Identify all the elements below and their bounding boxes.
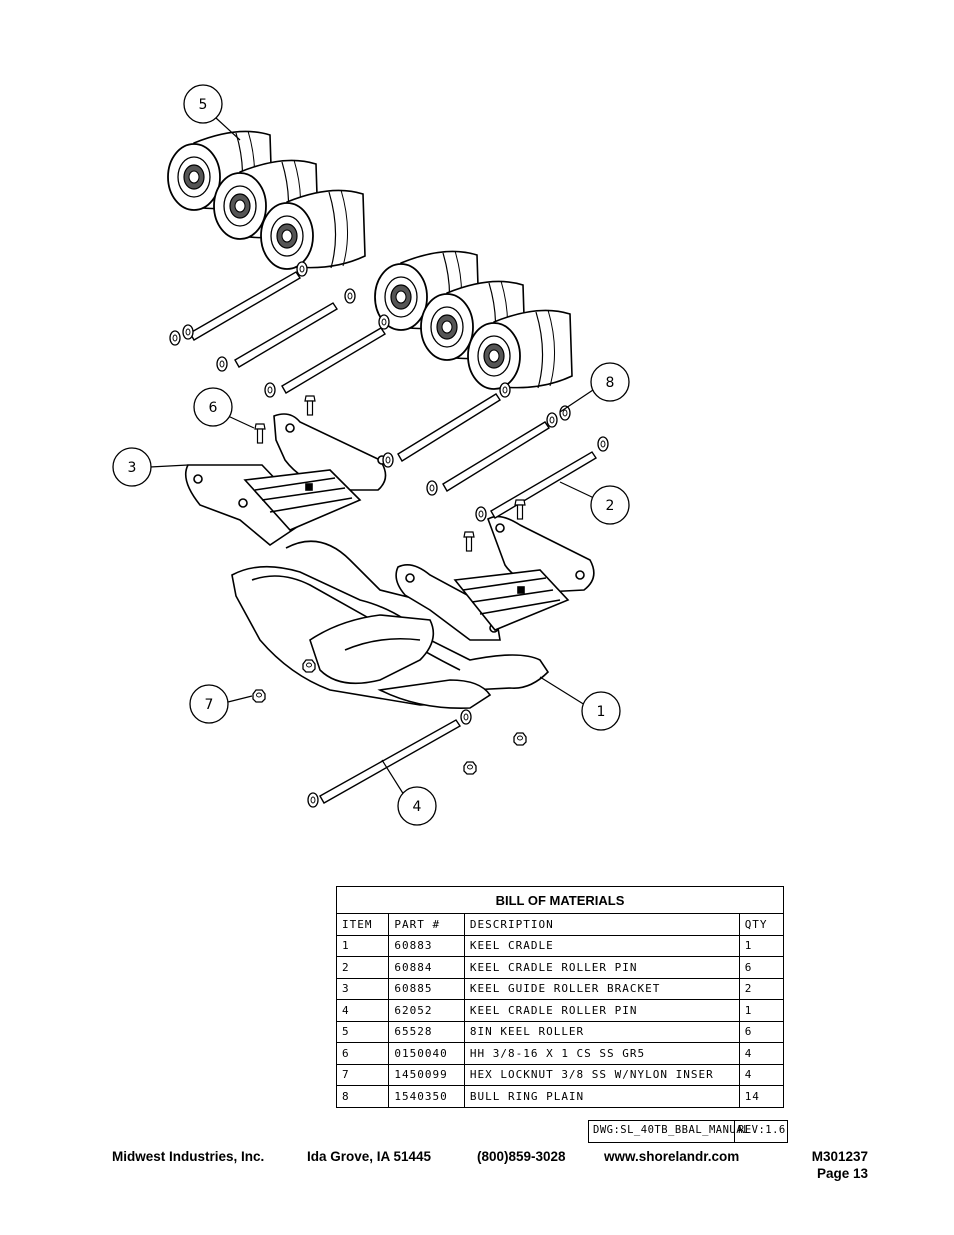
bom-item: 8 [335,1085,390,1108]
bom-description: BULL RING PLAIN [463,1085,740,1108]
bom-header-item: ITEM [335,913,390,936]
bom-part-number: 62052 [388,999,465,1022]
bom-part-number: 1540350 [388,1085,465,1108]
bom-part-number: 0150040 [388,1042,465,1065]
bom-qty: 14 [738,1085,785,1108]
bom-qty: 4 [738,1042,785,1065]
bom-qty: 6 [738,1020,785,1043]
bom-description: KEEL GUIDE ROLLER BRACKET [463,977,740,1000]
bom-qty: 1 [738,999,785,1022]
drawing-number: DWG:SL_40TB_BBAL_MANUAL [589,1121,749,1142]
leader-lines [149,117,595,796]
bom-description: 8IN KEEL ROLLER [463,1020,740,1043]
bom-item: 6 [335,1042,390,1065]
footer-document-number: M301237 [811,1149,868,1164]
item-balloon-2: 2 [590,485,630,525]
item-balloon-3: 3 [112,447,152,487]
keel-roller-part [167,130,573,390]
svg-text:4: 4 [413,799,422,815]
bom-description: HEX LOCKNUT 3/8 SS W/NYLON INSER [463,1063,740,1086]
footer-phone: (800)859-3028 [477,1149,566,1164]
svg-text:8: 8 [606,375,615,391]
bom-description: HH 3/8-16 X 1 CS SS GR5 [463,1042,740,1065]
footer-page-number: Page 13 [816,1166,868,1181]
bom-item: 4 [335,999,390,1022]
bom-qty: 6 [738,956,785,979]
bom-item: 1 [335,934,390,957]
guide-roller-bracket-upper [184,413,387,546]
bom-description: KEEL CRADLE ROLLER PIN [463,999,740,1022]
svg-text:3: 3 [128,460,137,476]
bom-part-number: 60884 [388,956,465,979]
svg-text:7: 7 [205,697,214,713]
item-balloon-8: 8 [590,362,630,402]
bom-part-number: 65528 [388,1020,465,1043]
bom-header-row: ITEM PART # DESCRIPTION QTY [335,913,785,936]
item-balloon-4: 4 [397,786,437,826]
bom-item: 5 [335,1020,390,1043]
bom-description: KEEL CRADLE [463,934,740,957]
drawing-info-block: DWG:SL_40TB_BBAL_MANUAL REV:1.6 [588,1120,788,1143]
item-balloon-6: 6 [193,387,233,427]
exploded-view-drawing: 5 8 6 3 2 7 1 4 [112,84,630,826]
svg-text:6: 6 [209,400,218,416]
bom-description: KEEL CRADLE ROLLER PIN [463,956,740,979]
footer-website: www.shorelandr.com [604,1149,740,1164]
bom-part-number: 60885 [388,977,465,1000]
bom-part-number: 60883 [388,934,465,957]
revision-number: REV:1.6 [738,1124,786,1136]
item-balloon-7: 7 [189,684,229,724]
bom-qty: 1 [738,934,785,957]
bom-header-part: PART # [388,913,465,936]
footer-company: Midwest Industries, Inc. [112,1149,265,1164]
bom-title: BILL OF MATERIALS [336,886,784,914]
svg-text:2: 2 [606,498,615,514]
bom-header-description: DESCRIPTION [463,913,740,936]
bom-header-qty: QTY [738,913,785,936]
svg-text:1: 1 [597,704,606,720]
bom-item: 3 [335,977,390,1000]
bom-qty: 4 [738,1063,785,1086]
guide-roller-bracket-lower [395,515,595,641]
bom-part-number: 1450099 [388,1063,465,1086]
svg-text:5: 5 [199,97,208,113]
bill-of-materials-table: BILL OF MATERIALS ITEM PART # DESCRIPTIO… [335,886,785,1108]
item-balloon-5: 5 [183,84,223,124]
bom-item: 2 [335,956,390,979]
bom-qty: 2 [738,977,785,1000]
footer-city: Ida Grove, IA 51445 [307,1149,432,1164]
bom-item: 7 [335,1063,390,1086]
item-balloon-1: 1 [581,691,621,731]
